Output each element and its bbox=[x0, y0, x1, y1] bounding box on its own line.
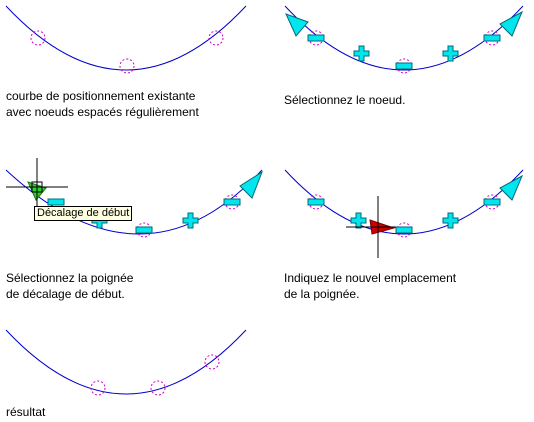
position-grip[interactable] bbox=[483, 34, 501, 42]
position-grip[interactable] bbox=[395, 62, 413, 70]
caption-panel-4-line-2: de la poignée. bbox=[284, 287, 360, 301]
caption-panel-5-line-1: résultat bbox=[6, 405, 46, 419]
end-offset-grip[interactable] bbox=[239, 170, 264, 199]
position-grip[interactable] bbox=[307, 198, 325, 206]
tooltip-start-offset: Décalage de début bbox=[34, 206, 133, 221]
position-grip[interactable] bbox=[307, 34, 325, 42]
add-node-grip[interactable] bbox=[442, 45, 459, 62]
positioning-curve bbox=[5, 5, 247, 71]
add-node-grip[interactable] bbox=[353, 45, 370, 62]
caption-panel-1-line-2: avec noeuds espacés régulièrement bbox=[6, 105, 199, 119]
position-grip[interactable] bbox=[47, 198, 65, 206]
position-grip[interactable] bbox=[223, 198, 241, 206]
panel-4-new-location bbox=[284, 169, 524, 258]
node-marker bbox=[90, 380, 106, 396]
cursor-pickbox bbox=[31, 181, 43, 193]
panel-5-result bbox=[5, 329, 247, 396]
caption-panel-4-line-1: Indiquez le nouvel emplacement bbox=[284, 271, 457, 285]
caption-panel-2-line-1: Sélectionnez le noeud. bbox=[284, 93, 406, 107]
panel-1-existing-curve bbox=[5, 5, 247, 74]
end-offset-grip[interactable] bbox=[499, 174, 524, 201]
caption-panel-3-line-1: Sélectionnez la poignée bbox=[6, 271, 134, 285]
node-marker bbox=[208, 30, 224, 46]
node-marker bbox=[30, 30, 46, 46]
positioning-curve bbox=[5, 329, 247, 395]
panel-2-select-node bbox=[284, 5, 524, 74]
add-node-grip[interactable] bbox=[182, 212, 199, 229]
position-grip[interactable] bbox=[395, 226, 413, 234]
position-grip[interactable] bbox=[135, 226, 153, 234]
end-offset-grip[interactable] bbox=[499, 10, 524, 37]
node-marker bbox=[150, 380, 166, 396]
add-node-grip[interactable] bbox=[442, 212, 459, 229]
caption-panel-3-line-2: de décalage de début. bbox=[6, 287, 125, 301]
caption-panel-1-line-1: courbe de positionnement existante bbox=[6, 89, 196, 103]
add-node-grip[interactable] bbox=[350, 212, 367, 229]
start-offset-grip[interactable] bbox=[285, 13, 309, 37]
crosshair-cursor bbox=[346, 196, 396, 258]
position-grip[interactable] bbox=[483, 198, 501, 206]
node-marker bbox=[119, 58, 135, 74]
panel-3-select-start-grip bbox=[5, 158, 264, 238]
node-marker bbox=[204, 354, 220, 370]
